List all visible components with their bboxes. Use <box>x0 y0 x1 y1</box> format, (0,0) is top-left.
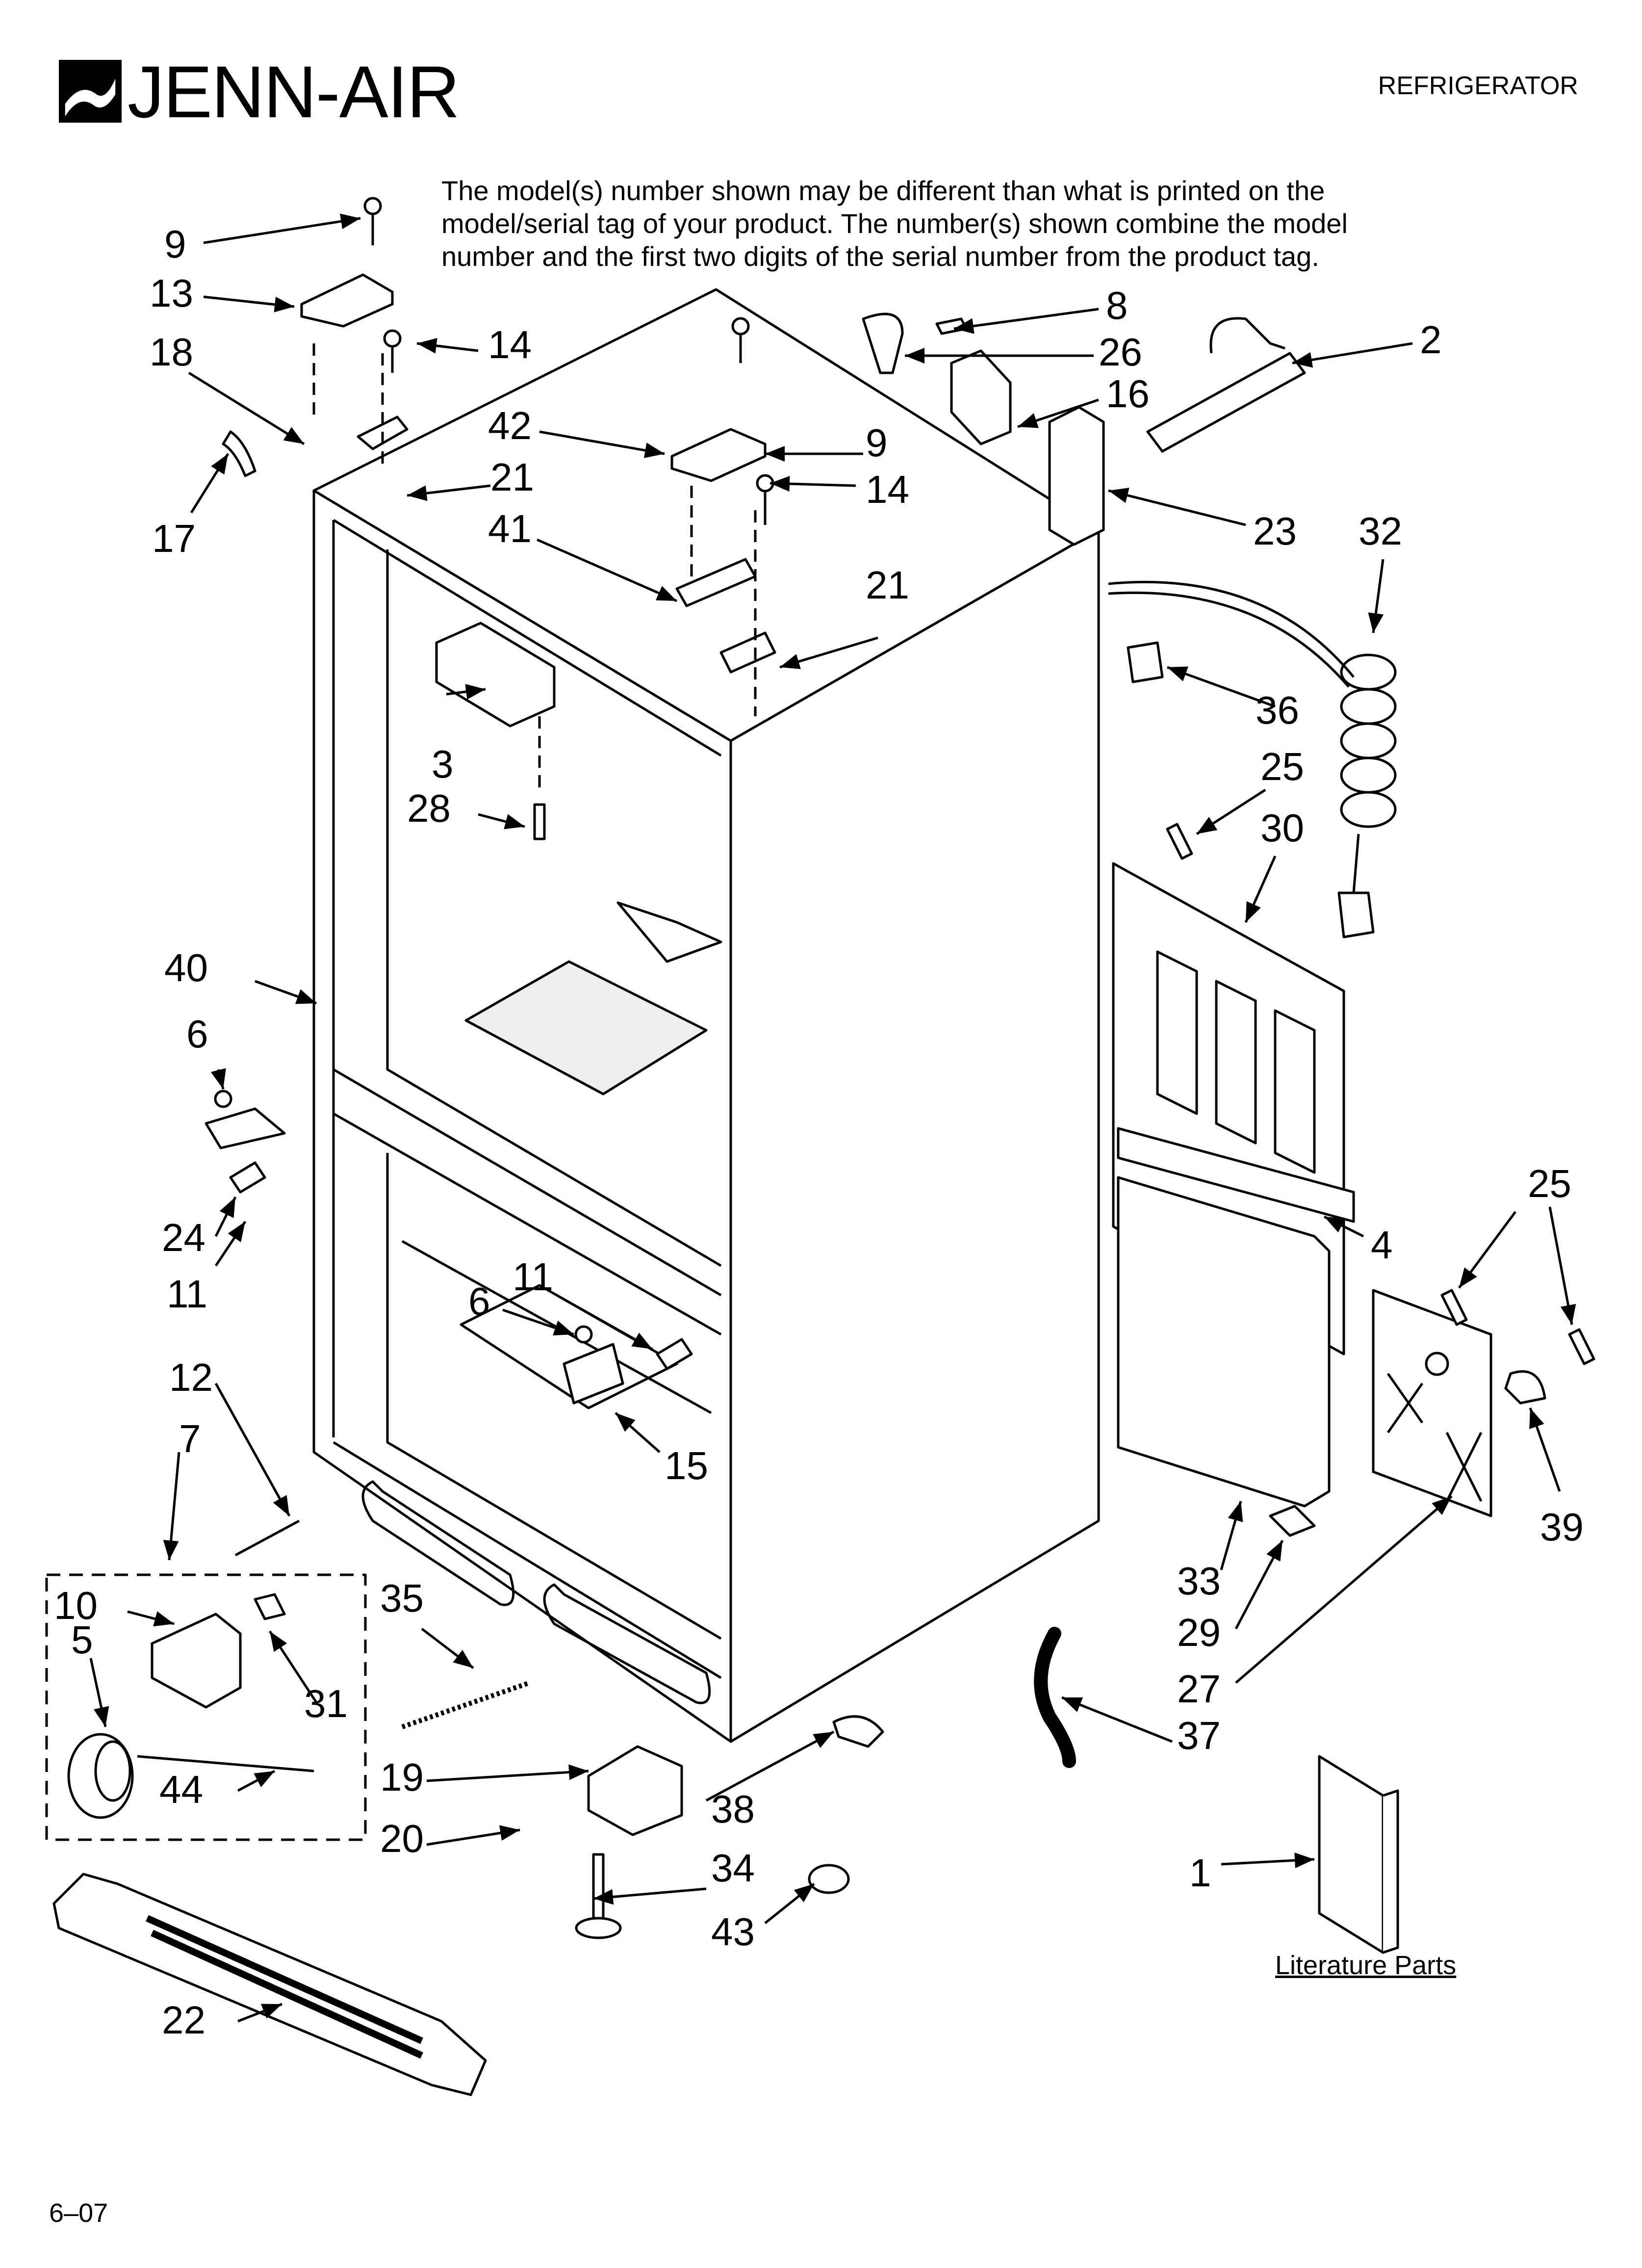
callout-15: 15 <box>665 1444 708 1487</box>
base-grille <box>52 1873 487 2096</box>
callout-27: 27 <box>1177 1667 1221 1711</box>
callout-42: 42 <box>488 404 532 447</box>
callout-21: 21 <box>866 563 909 607</box>
callout-25: 25 <box>1260 745 1304 788</box>
brand-logo-mark-icon <box>59 60 122 123</box>
callout-26: 26 <box>1099 330 1142 374</box>
rear-panel <box>1117 1176 1331 1508</box>
callout-11: 11 <box>513 1255 553 1299</box>
callout-7: 7 <box>179 1417 201 1460</box>
callout-37: 37 <box>1177 1714 1221 1757</box>
threaded-rod <box>401 1680 531 1729</box>
cable-clamp <box>832 1715 884 1748</box>
callout-21: 21 <box>490 455 534 499</box>
callout-20: 20 <box>380 1817 424 1860</box>
callout-5: 5 <box>71 1618 93 1662</box>
callout-1: 1 <box>1189 1851 1211 1895</box>
notice-line: model/serial tag of your product. The nu… <box>441 208 1348 239</box>
roller-assembly-group <box>45 1573 367 1841</box>
strip-part <box>1117 1127 1355 1223</box>
small-clip-part <box>1269 1505 1316 1537</box>
screw-part <box>1568 1328 1595 1365</box>
callout-6: 6 <box>468 1279 490 1323</box>
literature-parts-caption: Literature Parts <box>1275 1951 1457 1980</box>
document-type: REFRIGERATOR <box>1378 72 1578 100</box>
callout-10: 10 <box>54 1584 98 1627</box>
leveling-bracket <box>575 1745 683 1939</box>
top-rear-parts <box>862 313 1306 546</box>
callout-16: 16 <box>1106 372 1150 416</box>
drain-tube <box>1034 1627 1076 1768</box>
callout-9: 9 <box>164 222 186 266</box>
roller-assembly <box>67 1593 314 1819</box>
callout-23: 23 <box>1253 509 1297 553</box>
callout-39: 39 <box>1540 1505 1584 1549</box>
callout-35: 35 <box>380 1576 424 1620</box>
callout-6: 6 <box>186 1012 208 1056</box>
door-stop-center <box>563 1325 693 1405</box>
callout-25: 25 <box>1528 1162 1571 1205</box>
refrigerator-cabinet <box>312 288 1100 1743</box>
callout-43: 43 <box>711 1910 755 1954</box>
callout-19: 19 <box>380 1755 424 1799</box>
callout-22: 22 <box>162 1998 205 2042</box>
callout-2: 2 <box>1420 318 1442 362</box>
callout-28: 28 <box>407 786 451 830</box>
callout-32: 32 <box>1359 509 1402 553</box>
callout-41: 41 <box>488 507 532 550</box>
callout-24: 24 <box>162 1216 205 1259</box>
callout-29: 29 <box>1177 1611 1221 1654</box>
notice-line: number and the first two digits of the s… <box>441 241 1319 272</box>
top-hinge-left <box>222 197 409 477</box>
callout-13: 13 <box>150 271 193 315</box>
screw-part <box>1440 1289 1468 1326</box>
callout-3: 3 <box>432 742 454 786</box>
callout-8: 8 <box>1106 284 1128 327</box>
long-screw <box>234 1519 300 1557</box>
notice-line: The model(s) number shown may be differe… <box>441 175 1325 206</box>
grommet <box>808 1864 850 1894</box>
callout-18: 18 <box>150 330 193 374</box>
screw-part <box>1166 823 1193 860</box>
interior-bracket <box>435 622 556 840</box>
page-code: 6–07 <box>49 2198 108 2228</box>
callout-30: 30 <box>1260 806 1304 850</box>
power-cord <box>1108 580 1397 938</box>
callout-14: 14 <box>866 468 909 511</box>
callout-11: 11 <box>167 1272 207 1316</box>
callout-33: 33 <box>1177 1559 1221 1603</box>
callout-44: 44 <box>159 1768 203 1811</box>
callout-17: 17 <box>152 517 196 560</box>
model-number-notice: The model(s) number shown may be differe… <box>441 174 1422 273</box>
literature-booklet <box>1318 1755 1385 1954</box>
callout-34: 34 <box>711 1846 755 1890</box>
callout-38: 38 <box>711 1787 755 1831</box>
callout-4: 4 <box>1371 1223 1393 1267</box>
clip-part <box>1127 641 1164 683</box>
callout-9: 9 <box>866 421 888 465</box>
callout-12: 12 <box>169 1356 213 1399</box>
control-board-mount <box>1372 1289 1492 1517</box>
brand-name: JENN-AIR <box>128 51 460 133</box>
top-hinge-right <box>670 317 776 716</box>
clamp-part <box>1504 1370 1546 1405</box>
callout-31: 31 <box>304 1682 348 1725</box>
callout-40: 40 <box>164 946 208 990</box>
callout-14: 14 <box>488 323 532 366</box>
door-stop-lower <box>205 1090 286 1194</box>
callout-36: 36 <box>1256 688 1299 732</box>
